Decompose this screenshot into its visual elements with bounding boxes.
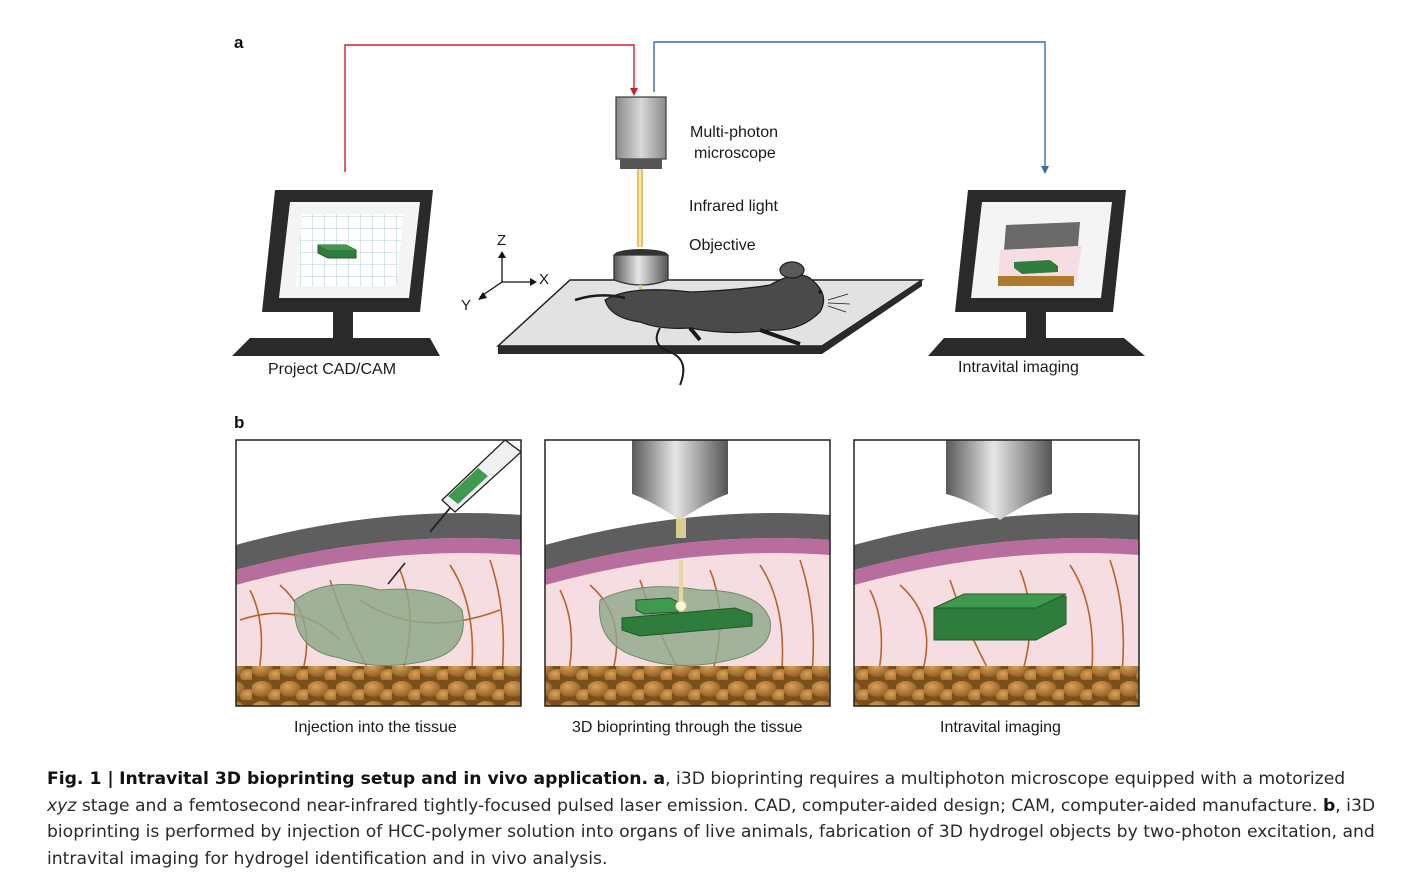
panel-b2-frame: [544, 439, 831, 707]
caption-b-text: , i3D bioprinting is performed by inject…: [47, 795, 1376, 869]
caption-b-marker: b: [1322, 795, 1336, 816]
caption-a-italic: xyz: [47, 795, 77, 816]
microscope-label-line1: Multi-photon: [690, 124, 779, 141]
project-cadcam-label: Project CAD/CAM: [268, 361, 397, 378]
multiphoton-microscope: [615, 96, 667, 247]
intravital-imaging-label-a: Intravital imaging: [958, 359, 1079, 376]
caption-fig-label: Fig. 1 |: [47, 769, 114, 789]
caption-a-text-1: , i3D bioprinting requires a multiphoton…: [665, 769, 1346, 789]
caption-title: Intravital 3D bioprinting setup and in v…: [119, 769, 649, 789]
figure-artwork: [232, 41, 1145, 707]
mouse-illustration: [574, 261, 851, 386]
figure: a b Multi-photon microscope Infrared lig…: [232, 33, 1145, 736]
infrared-light-label: Infrared light: [689, 198, 778, 215]
panel-b1-artwork: [236, 440, 521, 706]
axis-y-label: Y: [461, 297, 472, 314]
panel-b2-artwork: [545, 440, 830, 706]
panel-b3-artwork: [854, 440, 1139, 706]
right-monitor: [928, 190, 1145, 356]
objective-lens: [613, 249, 669, 297]
figure-caption: Fig. 1 | Intravital 3D bioprinting setup…: [47, 766, 1377, 872]
syringe: [387, 440, 521, 585]
panel-b3-frame: [853, 439, 1140, 707]
panel-letter-b: b: [234, 413, 245, 432]
b2-caption: 3D bioprinting through the tissue: [572, 719, 803, 736]
red-cad-arrow: [344, 44, 635, 172]
blue-imaging-arrow: [653, 41, 1046, 168]
caption-a-marker: a: [653, 769, 666, 789]
axis-z-label: Z: [497, 232, 507, 249]
axis-x-label: X: [539, 271, 550, 288]
b1-caption: Injection into the tissue: [294, 719, 457, 736]
panel-b1-frame: [235, 439, 522, 707]
microscope-label-line2: microscope: [694, 145, 776, 162]
panel-letter-a: a: [234, 33, 244, 52]
objective-label: Objective: [689, 237, 756, 254]
b3-caption: Intravital imaging: [940, 719, 1061, 736]
red-arrowhead: [630, 88, 638, 96]
blue-arrowhead: [1041, 166, 1049, 174]
left-monitor: [232, 190, 440, 356]
xyz-axes: [479, 256, 532, 298]
caption-a-text-2: stage and a femtosecond near-infrared ti…: [76, 795, 1323, 816]
